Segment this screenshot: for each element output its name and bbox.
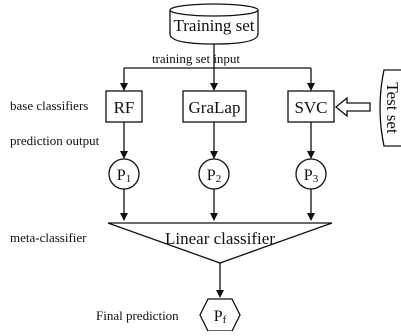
classifier-to-prediction-connectors bbox=[120, 122, 315, 159]
training-split-connector bbox=[120, 44, 315, 91]
linear-classifier-label: Linear classifier bbox=[165, 229, 275, 248]
svc-node: SVC bbox=[287, 90, 335, 123]
p3-main-text: P bbox=[304, 167, 313, 184]
p2-main-text: P bbox=[207, 167, 216, 184]
pf-subscript: f bbox=[223, 314, 227, 326]
base-classifiers-label: base classifiers bbox=[10, 98, 88, 113]
prediction-p3-node: P3 bbox=[295, 158, 327, 190]
svg-text:Pf: Pf bbox=[214, 308, 227, 326]
p3-subscript: 3 bbox=[313, 173, 319, 185]
training-set-node: Training set bbox=[169, 3, 259, 45]
test-set-node: Test set bbox=[379, 69, 401, 147]
gralap-node: GraLap bbox=[182, 90, 247, 123]
rf-node: RF bbox=[105, 90, 143, 123]
linear-classifier-node: Linear classifier bbox=[107, 222, 333, 264]
svg-text:P1: P1 bbox=[117, 167, 131, 185]
svc-label: SVC bbox=[294, 98, 327, 117]
prediction-p1-node: P1 bbox=[108, 158, 140, 190]
rf-label: RF bbox=[114, 98, 135, 117]
pf-main-text: P bbox=[214, 308, 223, 325]
prediction-p2-node: P2 bbox=[198, 158, 230, 190]
p2-subscript: 2 bbox=[216, 173, 222, 185]
prediction-output-label: prediction output bbox=[10, 133, 100, 148]
p1-subscript: 1 bbox=[126, 173, 132, 185]
test-set-label: Test set bbox=[383, 82, 401, 133]
final-prediction-label: Final prediction bbox=[96, 308, 179, 323]
svg-text:P2: P2 bbox=[207, 167, 221, 185]
prediction-to-meta-connectors bbox=[120, 189, 315, 221]
training-set-input-label: training set input bbox=[152, 51, 240, 66]
test-set-arrow bbox=[334, 96, 371, 118]
final-prediction-pf-node: Pf bbox=[199, 298, 241, 332]
training-set-label: Training set bbox=[173, 16, 254, 35]
svg-text:P3: P3 bbox=[304, 167, 319, 185]
p1-main-text: P bbox=[117, 167, 126, 184]
meta-classifier-label: meta-classifier bbox=[10, 230, 87, 245]
gralap-label: GraLap bbox=[189, 98, 241, 117]
